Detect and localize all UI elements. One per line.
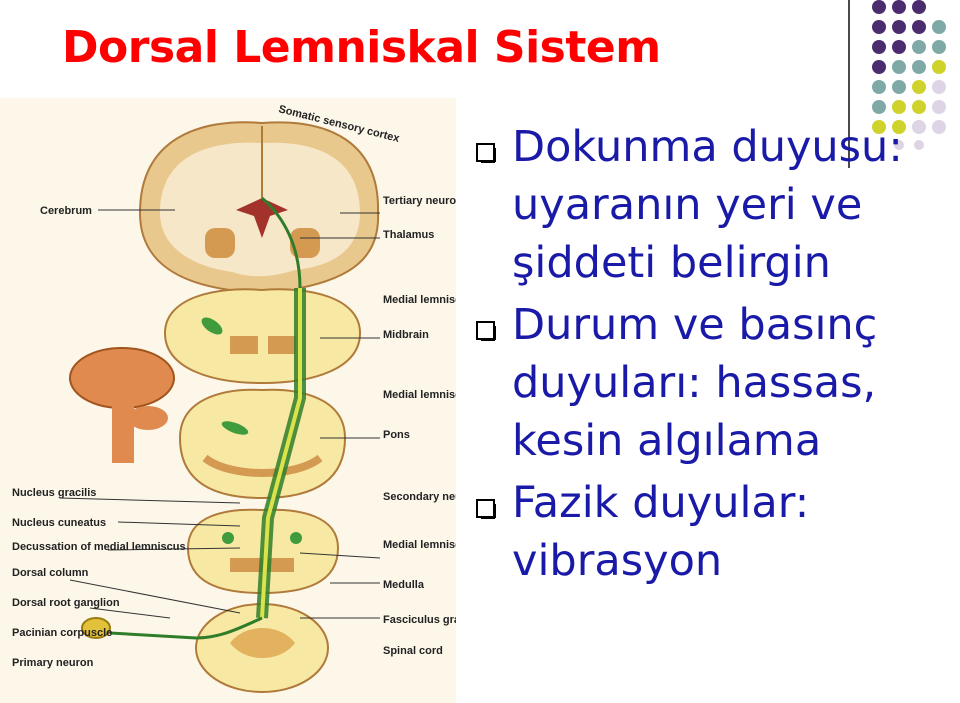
spinal-cord-section	[195, 603, 329, 693]
label-dorsal-column: Dorsal column	[12, 567, 89, 579]
label-nucleus-gracilis: Nucleus gracilis	[12, 487, 96, 499]
ascending-tract	[109, 196, 306, 640]
bullet-text-3: Fazik duyular: vibrasyon	[512, 478, 810, 586]
pons-section	[178, 388, 347, 500]
bullet-text-2: Durum ve basınç duyuları: hassas, kesin …	[512, 300, 878, 466]
label-nucleus-cuneatus: Nucleus cuneatus	[12, 517, 106, 529]
label-thalamus: Thalamus	[383, 229, 434, 241]
pathway-illustration: Somatic sensory cortex Cerebrum Tertiary…	[12, 103, 456, 693]
label-cerebrum: Cerebrum	[40, 205, 92, 217]
label-midbrain: Midbrain	[383, 329, 429, 341]
bullet-item-3: Fazik duyular: vibrasyon	[470, 474, 950, 590]
decorative-dot-grid	[872, 0, 946, 150]
dot-grid-dots	[872, 0, 946, 150]
label-primary-neuron: Primary neuron	[12, 657, 94, 669]
bullet-text-1: Dokunma duyusu: uyaranın yeri ve şiddeti…	[512, 122, 903, 288]
slide-title: Dorsal Lemniskal Sistem	[62, 22, 661, 73]
label-spinal-cord: Spinal cord	[383, 645, 443, 657]
label-fasciculus-gracilis: Fasciculus gracilis	[383, 614, 456, 626]
label-pacinian-corpuscle: Pacinian corpuscle	[12, 627, 112, 639]
label-medulla: Medulla	[383, 579, 425, 591]
label-medial-lemniscus-3: Medial lemniscus	[383, 539, 456, 551]
bullet-item-2: Durum ve basınç duyuları: hassas, kesin …	[470, 296, 950, 470]
label-tertiary-neuron: Tertiary neuron	[383, 195, 456, 207]
label-medial-lemniscus-1: Medial lemniscus	[383, 294, 456, 306]
bullet-list: Dokunma duyusu: uyaranın yeri ve şiddeti…	[470, 118, 950, 594]
label-decussation: Decussation of medial lemniscus	[12, 541, 186, 553]
pacinian-corpuscle-shape	[81, 617, 111, 639]
leader-lines	[59, 209, 381, 619]
cerebrum-section	[138, 121, 380, 297]
midbrain-section	[163, 288, 362, 385]
side-brain-view	[69, 347, 175, 463]
checkbox-bullet-icon	[476, 143, 496, 163]
vertical-divider	[848, 0, 850, 168]
label-pons: Pons	[383, 429, 410, 441]
checkbox-bullet-icon	[476, 321, 496, 341]
label-secondary-neuron: Secondary neuron	[383, 491, 456, 503]
label-medial-lemniscus-2: Medial lemniscus	[383, 389, 456, 401]
dorsal-column-pathway-figure: Somatic sensory cortex Cerebrum Tertiary…	[0, 98, 456, 703]
checkbox-bullet-icon	[476, 499, 496, 519]
label-dorsal-root-ganglion: Dorsal root ganglion	[12, 597, 120, 609]
bullet-item-1: Dokunma duyusu: uyaranın yeri ve şiddeti…	[470, 118, 950, 292]
